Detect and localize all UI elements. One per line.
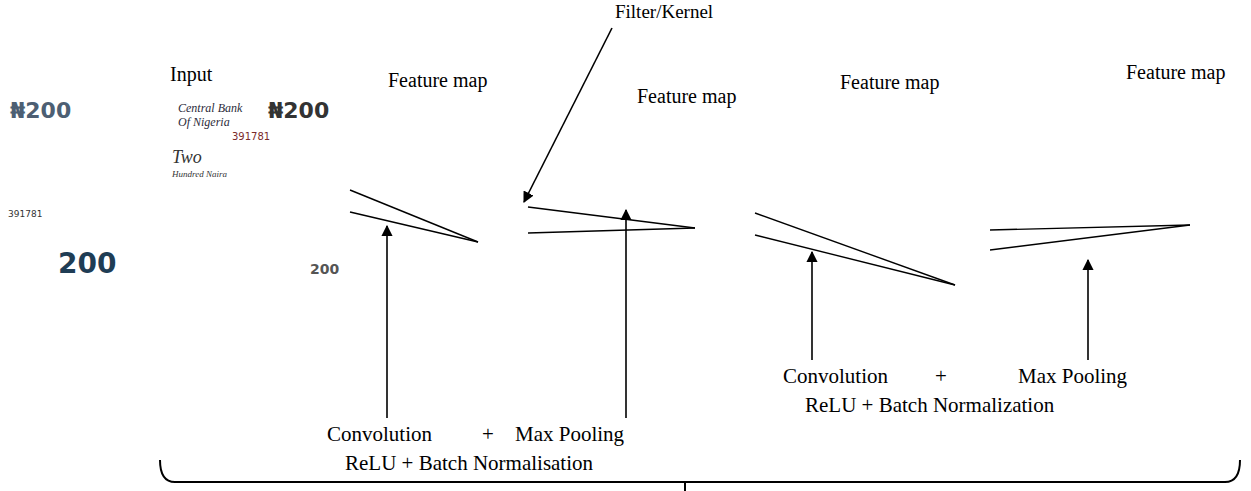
feature-map-sheet	[1136, 122, 1216, 232]
projection-lines	[755, 213, 955, 285]
node-heading: Feature map	[840, 72, 939, 92]
feature-map-sheet	[408, 110, 558, 245]
feature-map-stack: Feature map	[625, 84, 810, 266]
feature-map-sheet	[890, 148, 1040, 338]
node-heading: Input	[170, 64, 212, 84]
feature-map-stack: Feature map	[378, 66, 574, 268]
feature-map-picture	[625, 84, 810, 266]
feature-map-sheet	[418, 100, 568, 235]
banknote-mark	[155, 156, 160, 170]
operation-arrow	[811, 252, 813, 360]
banknote-patch	[301, 256, 347, 285]
rosette	[297, 180, 323, 206]
feature-map-sheet	[900, 136, 1050, 326]
operation-label: Convolution	[327, 424, 432, 445]
operation-label: Max Pooling	[1018, 366, 1127, 387]
rosette	[288, 171, 332, 215]
operation-label: ReLU + Batch Normalisation	[345, 453, 593, 474]
callout-label: Filter/Kernel	[615, 2, 713, 21]
banknote-band	[171, 100, 263, 132]
feature-map-sheet	[930, 100, 1080, 290]
node-heading: Feature map	[388, 70, 487, 90]
banknote-strip	[5, 98, 45, 285]
node-heading: Feature map	[637, 86, 736, 106]
feature-map-sheet	[1128, 132, 1208, 242]
portrait-face	[74, 163, 128, 229]
operation-label: ReLU + Batch Normalization	[805, 395, 1054, 416]
banknote-mark	[155, 200, 160, 214]
projection-lines	[990, 225, 1190, 250]
banknote-text: ₦200	[10, 100, 71, 122]
feature-map-picture	[830, 70, 1090, 355]
projection-lines	[350, 190, 478, 242]
projection-line	[350, 190, 478, 242]
operation-label: Max Pooling	[515, 424, 624, 445]
projection-line	[528, 228, 695, 233]
leader-arrow	[524, 28, 612, 202]
projection-lines	[528, 207, 695, 233]
projection-line	[755, 213, 955, 285]
projection-line	[990, 225, 1190, 250]
projection-line	[528, 207, 695, 228]
feature-map-sheet	[1152, 102, 1232, 212]
banknote-mark	[155, 178, 160, 192]
operation-label: +	[482, 424, 494, 445]
banknote	[5, 98, 347, 285]
feature-map-sheet	[645, 132, 785, 252]
portrait-robe	[45, 225, 161, 246]
operation-label: Convolution	[783, 366, 888, 387]
feature-map-sheet	[655, 122, 795, 242]
feature-map-sheet	[910, 124, 1060, 314]
projection-line	[755, 235, 955, 285]
banknote-text: 391781	[8, 210, 42, 219]
feature-map-sheet	[920, 112, 1070, 302]
projection-line	[350, 212, 478, 242]
feature-map-sheet	[665, 112, 805, 232]
portrait-turban	[133, 168, 150, 238]
banknote-text: 200	[310, 262, 339, 276]
signature-line	[177, 198, 237, 199]
feature-map-sheet	[880, 160, 1030, 350]
feature-map-stack: Feature map	[1118, 60, 1248, 250]
kernel-square	[729, 213, 755, 235]
banknote-text: Two	[172, 148, 202, 166]
feature-map-sheet	[1160, 92, 1240, 202]
banknote-script	[205, 264, 285, 272]
banknote-ground	[5, 98, 347, 285]
feature-map-sheet	[635, 142, 775, 262]
feature-map-picture	[378, 66, 574, 268]
portrait-smile	[89, 210, 113, 214]
operation-label: +	[935, 366, 947, 387]
bracket	[160, 460, 1240, 482]
feature-map-picture	[1118, 60, 1248, 250]
operation-arrow	[1087, 260, 1089, 360]
signature-line	[177, 216, 227, 217]
banknote-text: ₦200	[268, 100, 329, 122]
banknote-text: Central Bank	[178, 102, 242, 114]
operation-arrow	[386, 226, 388, 418]
banknote-text: 391781	[232, 132, 270, 142]
operation-arrow	[625, 210, 627, 418]
feature-map-sheet	[388, 130, 538, 265]
kernel-square	[965, 230, 990, 250]
banknote-text: 200	[58, 250, 116, 278]
portrait-turban	[55, 126, 151, 176]
feature-map-stack: Feature map	[830, 70, 1090, 355]
banknote-patch	[5, 246, 140, 285]
banknote-text: Of Nigeria	[178, 116, 230, 128]
kernel-square	[500, 207, 528, 233]
node-heading: Feature map	[1126, 62, 1225, 82]
banknote-text: Hundred Naira	[172, 170, 227, 179]
feature-map-sheet	[398, 120, 548, 255]
bracket-tick	[684, 482, 686, 491]
feature-map-sheet	[1144, 112, 1224, 222]
